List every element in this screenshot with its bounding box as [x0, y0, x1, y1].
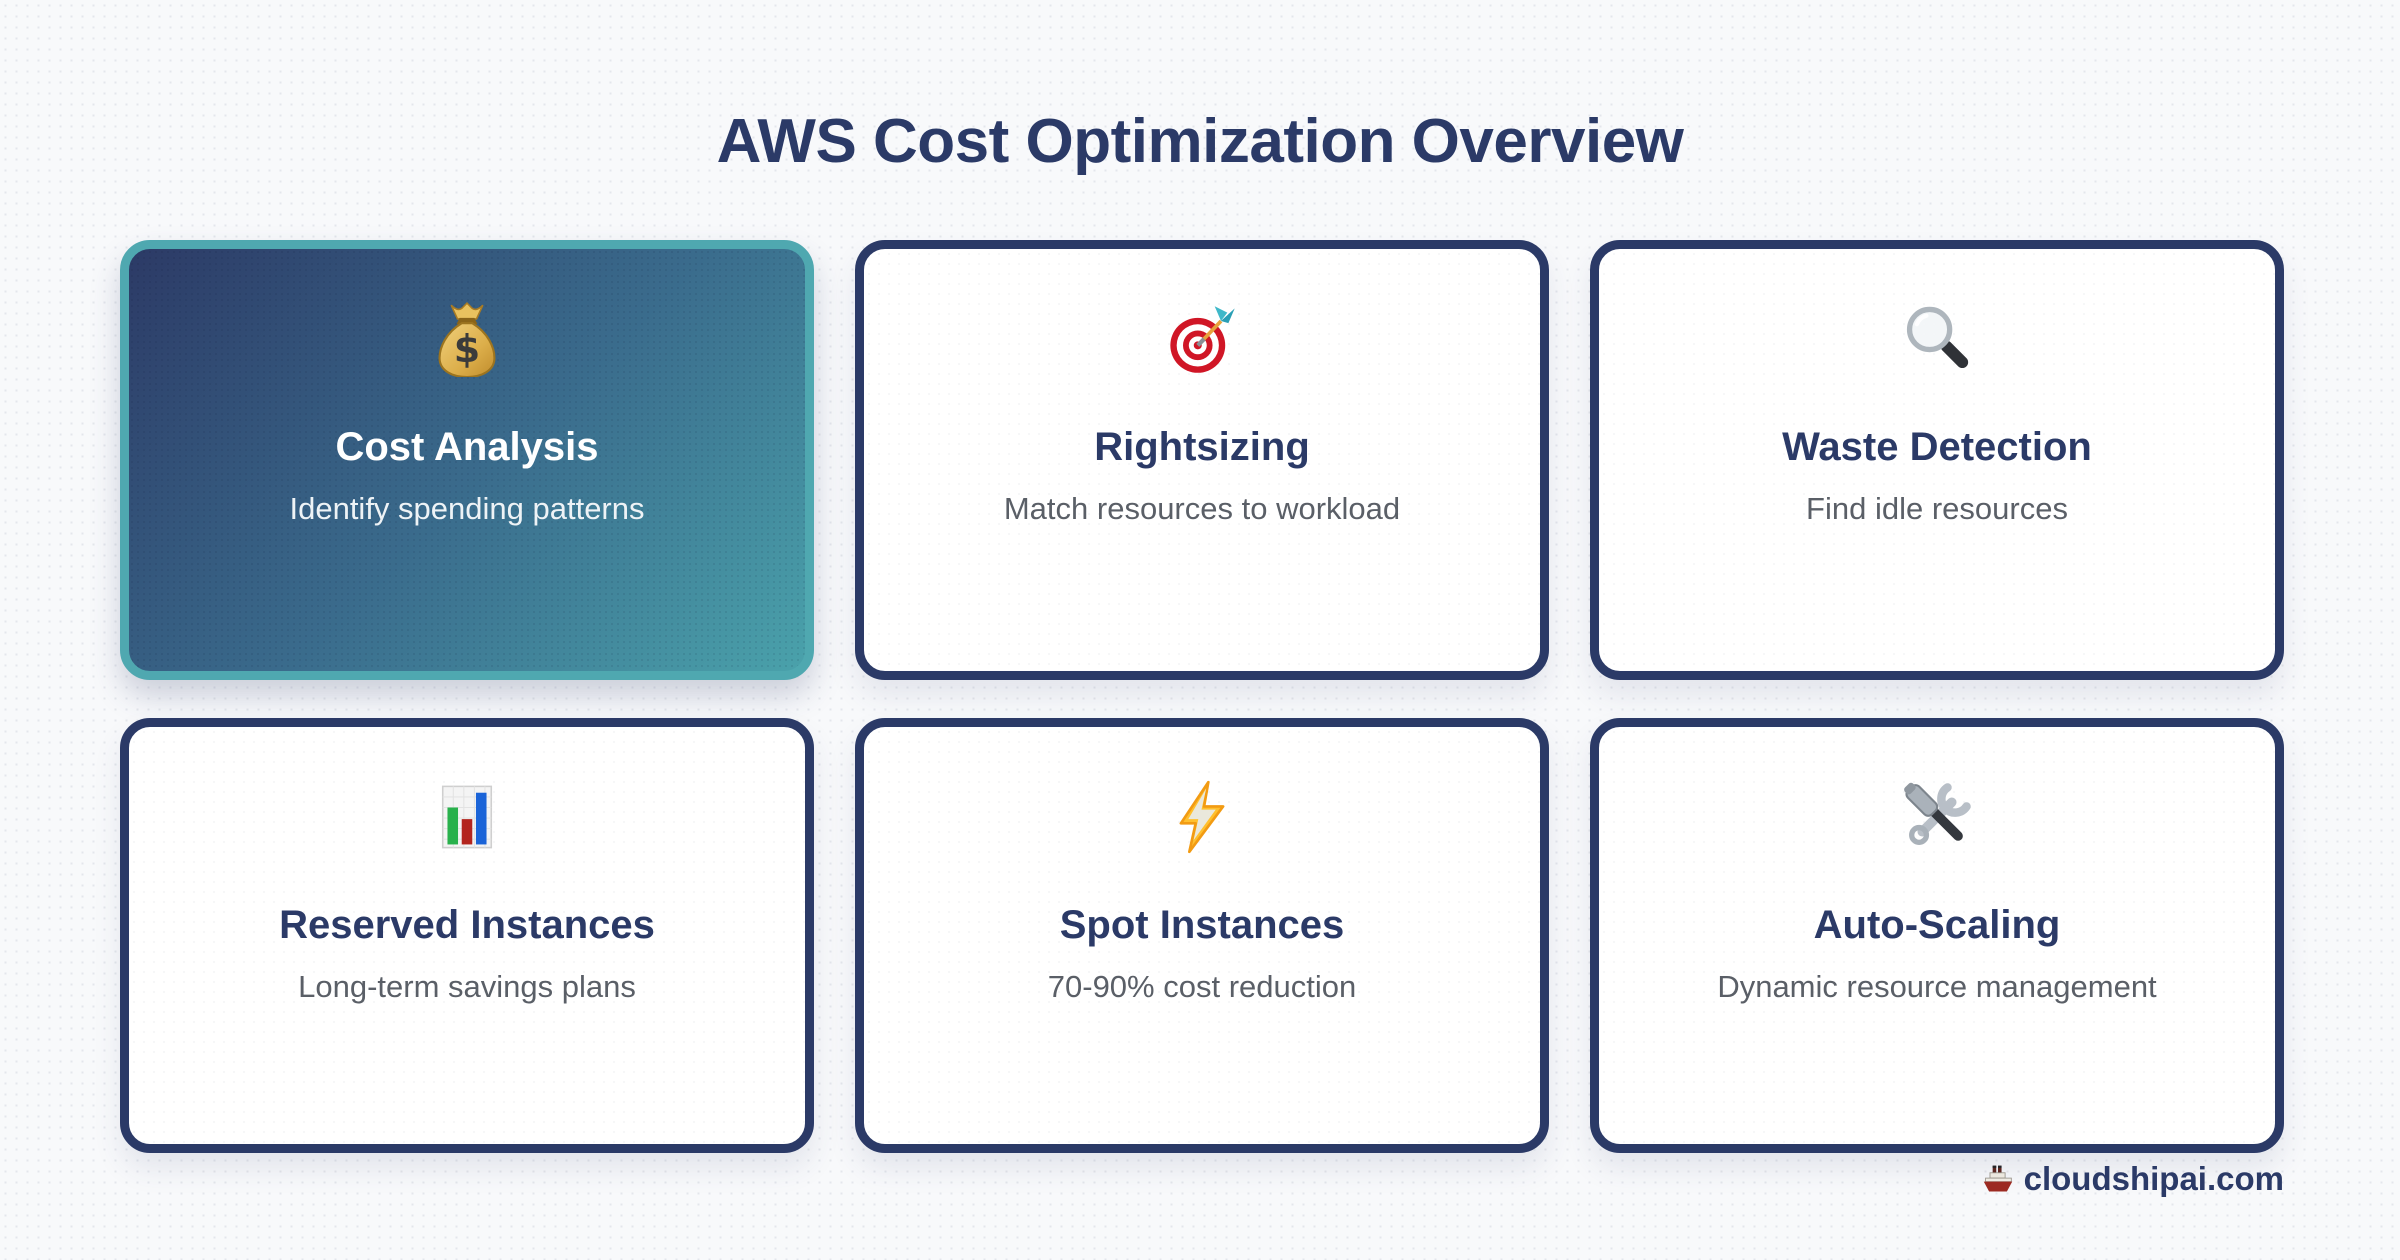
card-title: Spot Instances: [1059, 903, 1345, 947]
bar-chart-icon: [429, 779, 505, 855]
card-subtitle: Dynamic resource management: [1717, 969, 2157, 1004]
card-subtitle: Find idle resources: [1806, 491, 2068, 526]
card-auto-scaling[interactable]: Auto-Scaling Dynamic resource management: [1590, 718, 2284, 1153]
card-waste-detection[interactable]: Waste Detection Find idle resources: [1590, 240, 2284, 680]
card-title: Cost Analysis: [335, 425, 599, 469]
card-subtitle: Match resources to workload: [1003, 491, 1401, 526]
magnifying-glass-icon: [1899, 301, 1975, 377]
card-subtitle: 70-90% cost reduction: [1047, 969, 1357, 1004]
card-subtitle: Long-term savings plans: [298, 969, 636, 1004]
hammer-wrench-icon: [1899, 779, 1975, 855]
card-reserved-instances[interactable]: Reserved Instances Long-term savings pla…: [120, 718, 814, 1153]
card-title: Reserved Instances: [279, 903, 655, 947]
money-bag-icon: $: [429, 301, 505, 377]
card-subtitle: Identify spending patterns: [289, 491, 645, 526]
card-title: Auto-Scaling: [1813, 903, 2061, 947]
svg-text:$: $: [454, 327, 480, 371]
footer-brand-text: cloudshipai.com: [2023, 1160, 2284, 1197]
ship-icon: [1982, 1163, 2014, 1195]
target-dart-icon: [1164, 301, 1240, 377]
page-title: AWS Cost Optimization Overview: [716, 107, 1684, 176]
footer-brand-link[interactable]: cloudshipai.com: [1982, 1160, 2284, 1198]
card-cost-analysis[interactable]: $ Cost Analysis Identify spending patter…: [120, 240, 814, 680]
card-title: Waste Detection: [1782, 425, 2092, 469]
card-rightsizing[interactable]: Rightsizing Match resources to workload: [855, 240, 1549, 680]
lightning-icon: [1164, 779, 1240, 855]
card-spot-instances[interactable]: Spot Instances 70-90% cost reduction: [855, 718, 1549, 1153]
card-title: Rightsizing: [1094, 425, 1310, 469]
card-grid: $ Cost Analysis Identify spending patter…: [120, 240, 2284, 1153]
